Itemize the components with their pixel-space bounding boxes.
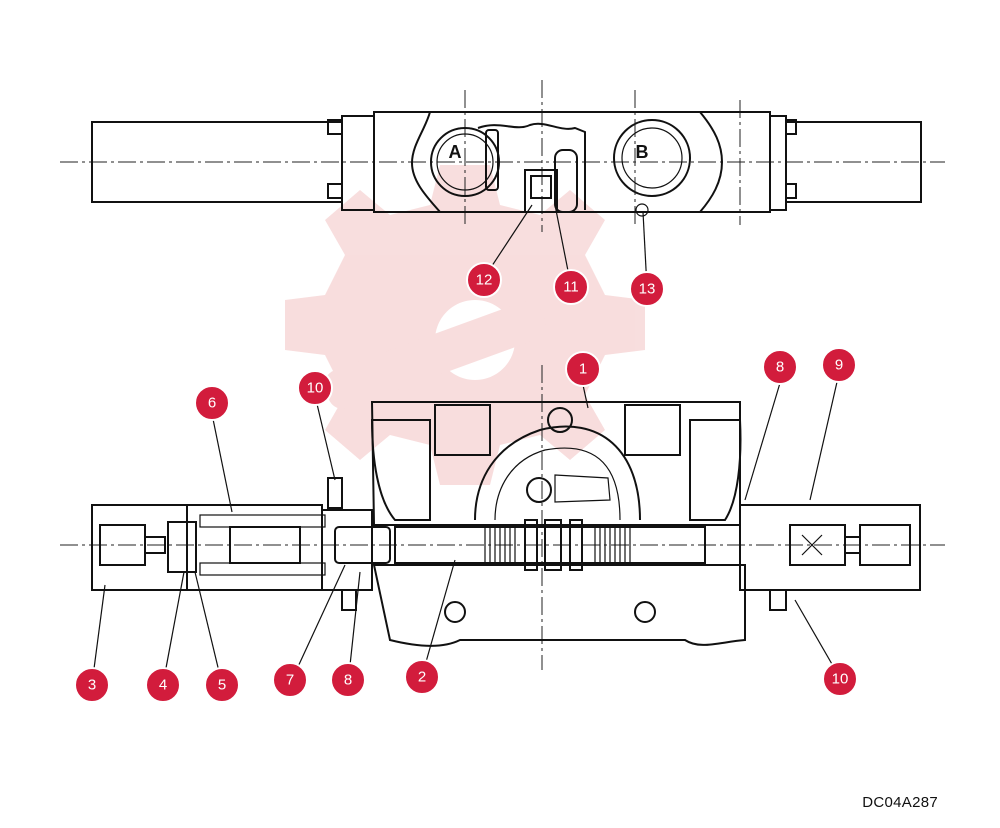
callout-8-bottom: 8 xyxy=(330,662,366,698)
callout-12: 12 xyxy=(466,262,502,298)
callout-13: 13 xyxy=(629,271,665,307)
callout-4: 4 xyxy=(145,667,181,703)
drawing-reference: DC04A287 xyxy=(862,794,938,811)
svg-text:12: 12 xyxy=(476,272,493,289)
svg-text:8: 8 xyxy=(344,672,352,689)
svg-text:6: 6 xyxy=(208,395,216,412)
svg-text:9: 9 xyxy=(835,357,843,374)
svg-text:11: 11 xyxy=(563,279,579,296)
svg-text:7: 7 xyxy=(286,672,294,689)
svg-text:10: 10 xyxy=(832,671,849,688)
callout-9: 9 xyxy=(821,347,857,383)
section-view xyxy=(60,365,945,670)
callout-10-left: 10 xyxy=(297,370,333,406)
callout-5: 5 xyxy=(204,667,240,703)
watermark-logo xyxy=(285,165,645,485)
svg-text:3: 3 xyxy=(88,677,96,694)
svg-text:8: 8 xyxy=(776,359,784,376)
svg-text:13: 13 xyxy=(639,281,656,298)
svg-text:2: 2 xyxy=(418,669,426,686)
svg-text:4: 4 xyxy=(159,677,167,694)
svg-text:1: 1 xyxy=(579,361,587,378)
top-view: A B xyxy=(60,80,945,232)
callout-10-right: 10 xyxy=(822,661,858,697)
svg-text:10: 10 xyxy=(307,380,324,397)
callout-8-top: 8 xyxy=(762,349,798,385)
callout-6: 6 xyxy=(194,385,230,421)
port-a-label: A xyxy=(449,142,462,162)
svg-text:5: 5 xyxy=(218,677,226,694)
callout-2: 2 xyxy=(404,659,440,695)
callout-3: 3 xyxy=(74,667,110,703)
port-b-label: B xyxy=(636,142,649,162)
callout-7: 7 xyxy=(272,662,308,698)
callout-1: 1 xyxy=(565,351,601,387)
callout-11: 11 xyxy=(553,269,589,305)
